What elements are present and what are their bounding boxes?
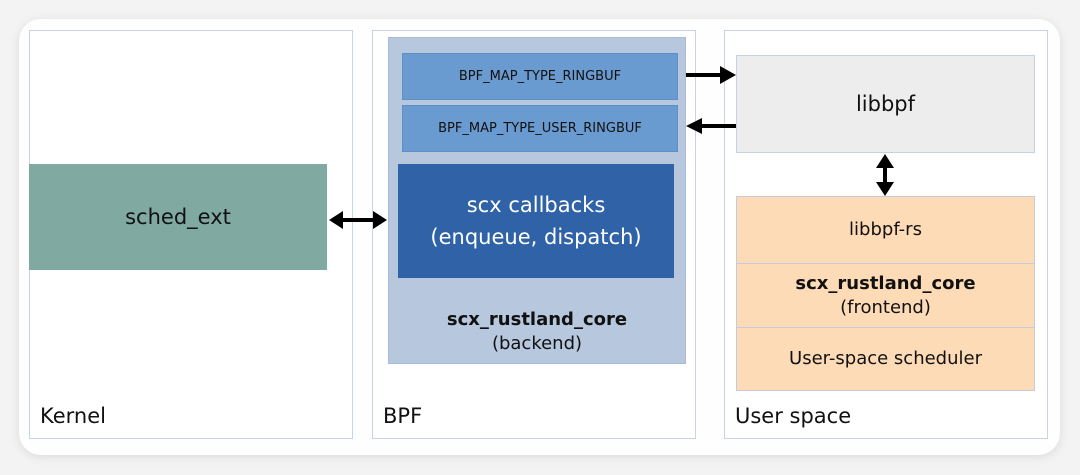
backend-title: scx_rustland_core: [446, 309, 628, 330]
user-ringbuf-label: BPF_MAP_TYPE_USER_RINGBUF: [438, 121, 642, 136]
user-scheduler-label: User-space scheduler: [789, 348, 982, 369]
user-scheduler-box: User-space scheduler: [736, 327, 1035, 391]
libbpf-label: libbpf: [855, 92, 916, 116]
backend-label-block: scx_rustland_core (backend): [388, 300, 686, 364]
user-space-panel-label: User space: [735, 404, 852, 428]
sched-ext-box: sched_ext: [29, 164, 327, 270]
kernel-panel-label: Kernel: [40, 404, 106, 428]
libbpf-rs-label: libbpf-rs: [849, 219, 922, 240]
ringbuf-label: BPF_MAP_TYPE_RINGBUF: [458, 69, 622, 84]
bpf-panel-label: BPF: [383, 404, 423, 428]
libbpf-rs-box: libbpf-rs: [736, 196, 1035, 264]
frontend-box: scx_rustland_core (frontend): [736, 263, 1035, 328]
callbacks-title: scx callbacks: [466, 193, 606, 217]
ringbuf-box: BPF_MAP_TYPE_RINGBUF: [402, 53, 678, 100]
callbacks-subtitle: (enqueue, dispatch): [430, 225, 642, 249]
frontend-subtitle: (frontend): [840, 296, 931, 318]
frontend-title: scx_rustland_core: [795, 272, 976, 294]
libbpf-box: libbpf: [736, 55, 1035, 153]
backend-subtitle: (backend): [491, 333, 583, 354]
sched-ext-label: sched_ext: [125, 205, 231, 229]
user-ringbuf-box: BPF_MAP_TYPE_USER_RINGBUF: [402, 105, 678, 152]
scx-callbacks-box: scx callbacks (enqueue, dispatch): [398, 164, 674, 278]
